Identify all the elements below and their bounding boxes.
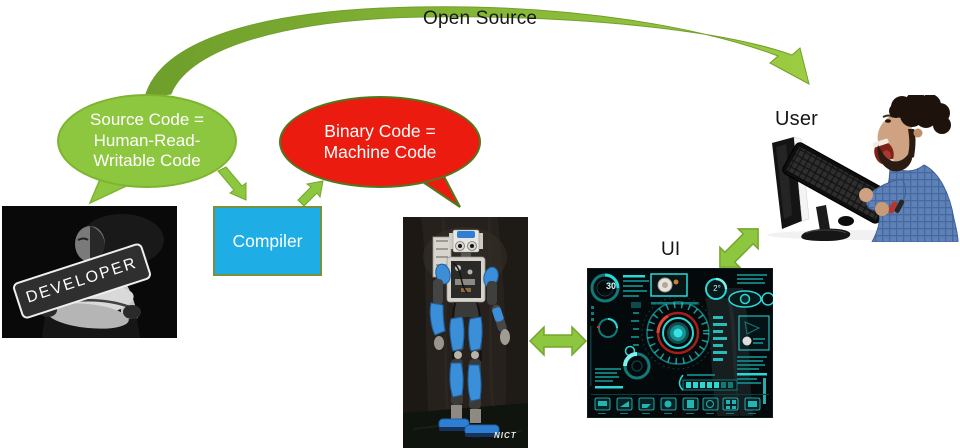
open-source-label: Open Source — [423, 8, 538, 29]
hand — [875, 202, 889, 216]
source-to-compiler-arrow — [217, 166, 247, 201]
ui-user-double-arrow — [719, 228, 759, 268]
red-wristband — [888, 201, 898, 214]
hud-gauge-value: 30 — [605, 281, 616, 291]
ui-label: UI — [661, 239, 681, 260]
hair — [889, 95, 951, 134]
hand — [859, 188, 873, 202]
robot-figure — [429, 229, 510, 437]
robot-watermark: NICT — [494, 431, 517, 440]
binary-code-bubble: Binary Code = Machine Code — [279, 96, 481, 188]
source-code-bubble-text: Source Code = Human-Read- Writable Code — [90, 109, 204, 171]
binary-code-bubble-text: Binary Code = Machine Code — [323, 120, 437, 162]
user-label: User — [775, 108, 819, 130]
beard — [877, 145, 912, 172]
hud-taskbar-icons — [594, 397, 761, 414]
ui-screenshot — [587, 268, 773, 418]
source-code-bubble: Source Code = Human-Read- Writable Code — [57, 94, 237, 188]
compiler-to-binary-arrow — [297, 180, 324, 207]
robot-ui-double-arrow — [528, 325, 588, 357]
user-photo — [767, 95, 959, 242]
mouse — [838, 216, 854, 226]
hud-widgets — [590, 273, 773, 404]
compiler-box: Compiler — [213, 206, 322, 276]
angry-user-figure — [859, 95, 959, 242]
robot-photo — [403, 217, 528, 448]
compiler-label: Compiler — [232, 230, 303, 251]
open-source-arrow — [144, 6, 810, 98]
hud-temp-value: 2° — [713, 284, 721, 293]
hud-central-dial — [641, 296, 715, 370]
